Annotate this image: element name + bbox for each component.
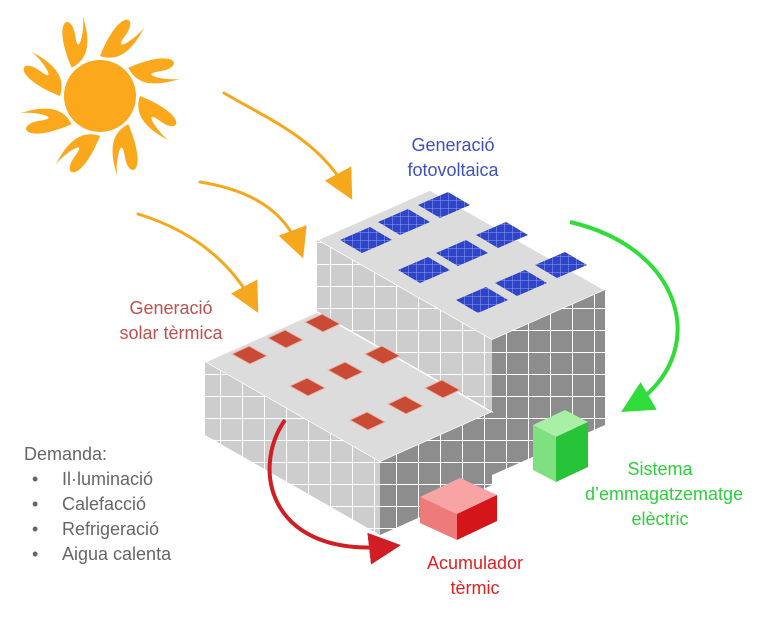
sun-icon bbox=[18, 14, 182, 178]
demand-item: Refrigeració bbox=[24, 517, 171, 542]
battery-box-icon bbox=[533, 410, 588, 482]
label-line: fotovoltaica bbox=[407, 160, 499, 180]
photovoltaic-panels bbox=[340, 192, 587, 313]
thermal-accumulator-icon bbox=[420, 478, 497, 540]
demand-title: Demanda: bbox=[24, 444, 108, 464]
label-line: Acumulador bbox=[426, 553, 524, 573]
solar-thermal-panel-icon bbox=[386, 395, 425, 415]
sun-ray-arrow-3 bbox=[136, 212, 259, 313]
label-line: Generació bbox=[411, 135, 495, 155]
electric-flow-arrow bbox=[569, 220, 680, 413]
sun-ray-arrow-2 bbox=[198, 180, 307, 259]
building-icon bbox=[203, 189, 607, 535]
electric-storage-label: Sistema d’emmagatzematge elèctric bbox=[585, 457, 744, 532]
solar-thermal-panel-icon bbox=[266, 329, 305, 349]
photovoltaic-panel-icon bbox=[378, 209, 430, 235]
photovoltaic-panel-icon bbox=[398, 257, 450, 283]
photovoltaic-panel-icon bbox=[456, 287, 508, 313]
solar-thermal-panel-icon bbox=[230, 345, 269, 365]
sun-ray-arrow-1 bbox=[222, 91, 353, 200]
label-line: elèctric bbox=[631, 509, 689, 529]
photovoltaic-panel-icon bbox=[476, 222, 528, 248]
photovoltaic-panel-icon bbox=[495, 270, 547, 296]
lower-block-right-face bbox=[380, 412, 492, 535]
solar-thermal-panel-icon bbox=[288, 377, 327, 397]
label-line: solar tèrmica bbox=[119, 323, 223, 343]
label-line: d’emmagatzematge bbox=[585, 484, 744, 504]
label-line: Sistema bbox=[627, 459, 693, 479]
photovoltaic-generation-label: Generació fotovoltaica bbox=[378, 133, 528, 183]
thermal-accumulator-label: Acumulador tèrmic bbox=[410, 551, 540, 601]
label-line: tèrmic bbox=[450, 578, 500, 598]
demand-list: Demanda: Il·luminació Calefacció Refrige… bbox=[24, 442, 171, 567]
solar-thermal-panel-icon bbox=[363, 345, 402, 365]
solar-thermal-panels bbox=[230, 313, 462, 431]
photovoltaic-panel-icon bbox=[418, 192, 470, 218]
demand-item: Il·luminació bbox=[24, 467, 171, 492]
photovoltaic-panel-icon bbox=[436, 240, 488, 266]
sun-ray-arrows bbox=[136, 91, 353, 313]
label-line: Generació bbox=[129, 298, 213, 318]
solar-thermal-generation-label: Generació solar tèrmica bbox=[96, 296, 246, 346]
demand-item: Calefacció bbox=[24, 492, 171, 517]
photovoltaic-panel-icon bbox=[535, 252, 587, 278]
photovoltaic-panel-icon bbox=[340, 227, 392, 253]
demand-items: Il·luminació Calefacció Refrigeració Aig… bbox=[24, 467, 171, 567]
solar-thermal-panel-icon bbox=[423, 379, 462, 399]
lower-block-left-face bbox=[205, 362, 380, 535]
solar-thermal-panel-icon bbox=[326, 361, 365, 381]
solar-thermal-panel-icon bbox=[348, 411, 387, 431]
solar-thermal-panel-icon bbox=[303, 313, 342, 333]
thermal-flow-arrow bbox=[267, 418, 401, 565]
demand-item: Aigua calenta bbox=[24, 542, 171, 567]
